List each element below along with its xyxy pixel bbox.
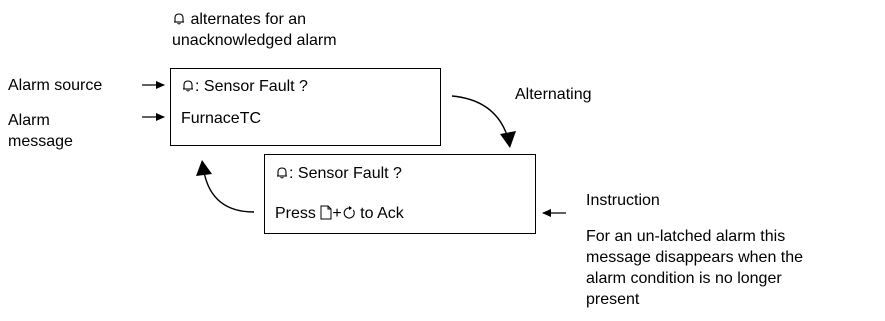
- top-note-line-2: unacknowledged alarm: [172, 32, 337, 49]
- label-alternating: Alternating: [515, 86, 592, 103]
- display-1-line-1: : Sensor Fault ?: [181, 76, 308, 99]
- top-note-line-1: alternates for an: [172, 9, 306, 32]
- instruction-title: Instruction: [586, 192, 660, 209]
- ack-text: to Ack: [360, 205, 404, 222]
- alternating-arrowhead-down: [500, 131, 516, 148]
- display-box-1: : Sensor Fault ? FurnaceTC: [170, 68, 441, 146]
- display-box-2: : Sensor Fault ? Press + to Ack: [264, 154, 536, 234]
- page-key-icon: [320, 205, 332, 226]
- display-2-line-1: : Sensor Fault ?: [275, 163, 402, 186]
- return-arrowhead-up: [196, 160, 212, 176]
- display-2-line-2: Press + to Ack: [275, 203, 404, 226]
- return-arrow-up: [203, 171, 255, 213]
- label-alarm-message-1: Alarm: [8, 112, 50, 129]
- display-1-text-1: : Sensor Fault ?: [195, 78, 308, 95]
- press-text: Press: [275, 205, 316, 222]
- display-1-line-2: FurnaceTC: [181, 110, 262, 127]
- bell-icon: [172, 11, 186, 32]
- bell-icon: [181, 78, 195, 99]
- alternating-arrow-down: [451, 95, 509, 139]
- instruction-line-2: message disappears when the: [586, 249, 804, 266]
- label-alarm-source: Alarm source: [8, 77, 103, 94]
- instruction-line-1: For an un-latched alarm this: [586, 228, 786, 245]
- bell-icon: [275, 165, 289, 186]
- instruction-line-4: present: [586, 291, 640, 308]
- scroll-key-icon: [342, 205, 356, 226]
- instruction-line-3: alarm condition is no longer: [586, 270, 782, 287]
- label-alarm-message-2: message: [8, 133, 73, 150]
- top-note-text-1: alternates for an: [190, 11, 307, 28]
- display-2-text-1: : Sensor Fault ?: [289, 165, 402, 182]
- plus-sign: +: [332, 205, 342, 222]
